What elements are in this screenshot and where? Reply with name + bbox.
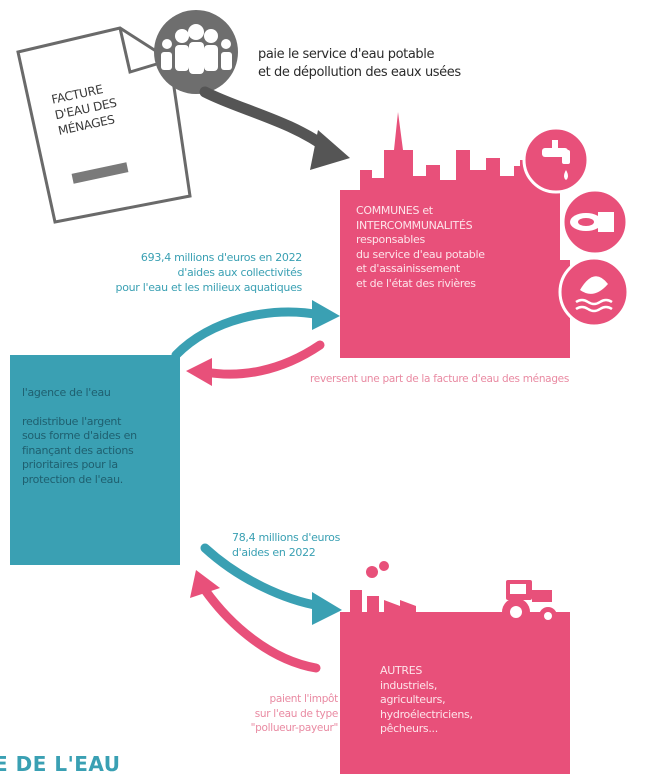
communes-line: INTERCOMMUNALITÉS [356, 218, 473, 232]
autres-line: industriels, [380, 678, 438, 692]
households-line: paie le service d'eau potable [258, 47, 435, 62]
aid-others-text: 78,4 millions d'euros d'aides en 2022 [232, 530, 392, 560]
tax-note-line: sur l'eau de type [254, 707, 339, 720]
communes-line: du service d'eau potable [356, 247, 485, 261]
agence-line: redistribue l'argent [22, 414, 122, 428]
agence-line: sous forme d'aides en [22, 429, 137, 442]
tax-note-line: "pollueur-payeur" [250, 722, 339, 734]
document-icon [16, 26, 192, 224]
aid-others-line: d'aides en 2022 [232, 546, 316, 559]
tax-note-line: paient l'impôt [269, 693, 338, 705]
autres-text: AUTRES industriels, agriculteurs, hydroé… [380, 664, 540, 737]
autres-box [340, 612, 570, 774]
fish-icon [561, 188, 629, 256]
agence-line: finançant des actions [22, 443, 134, 457]
factory-icon [350, 561, 416, 614]
reverse-note: reversent une part de la facture d'eau d… [310, 373, 570, 385]
communes-line: et d'assainissement [356, 262, 460, 275]
households-line: et de dépollution des eaux usées [258, 65, 461, 80]
water-leaf-icon [558, 256, 630, 328]
footer-title: E DE L'EAU [0, 752, 121, 776]
agence-title: l'agence de l'eau [22, 386, 111, 399]
agence-line: protection de l'eau. [22, 472, 123, 486]
communes-line: et de l'état des rivières [356, 276, 476, 290]
aid-collectivities-line: pour l'eau et les milieux aquatiques [115, 281, 303, 294]
people-icon [154, 10, 238, 94]
tractor-icon [502, 580, 557, 626]
aid-collectivities-text: 693,4 millions d'euros en 2022 d'aides a… [40, 250, 303, 295]
households-text: paie le service d'eau potable et de dépo… [258, 46, 508, 82]
city-icon [340, 112, 560, 358]
communes-line: responsables [356, 233, 425, 246]
tax-note: paient l'impôt sur l'eau de type "pollue… [196, 692, 339, 736]
agence-line: prioritaires pour la [22, 458, 118, 471]
aid-collectivities-line: d'aides aux collectivités [177, 266, 303, 279]
tap-icon [522, 126, 590, 194]
communes-line: COMMUNES et [356, 204, 433, 217]
autres-line: hydroélectriciens, [380, 707, 473, 721]
agence-text: l'agence de l'eau redistribue l'argent s… [22, 386, 182, 487]
aid-collectivities-line: 693,4 millions d'euros en 2022 [140, 251, 302, 264]
autres-line: agriculteurs, [380, 693, 446, 706]
communes-text: COMMUNES et INTERCOMMUNALITÉS responsabl… [356, 204, 561, 291]
autres-line: AUTRES [380, 664, 423, 677]
aid-others-line: 78,4 millions d'euros [232, 531, 341, 544]
autres-line: pêcheurs... [380, 722, 438, 735]
agence-box [10, 355, 180, 565]
